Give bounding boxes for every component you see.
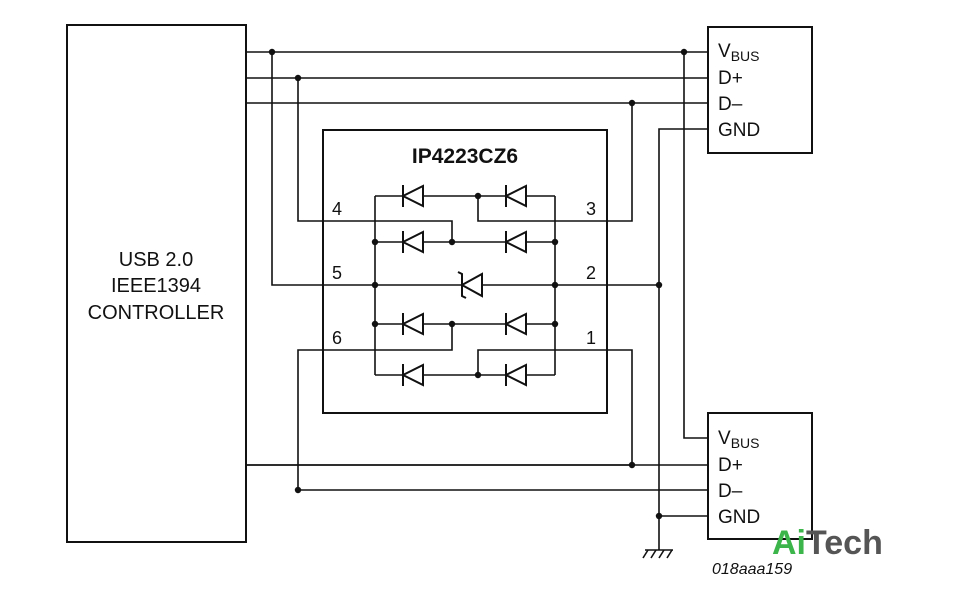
top-dplus-label: D+	[718, 68, 743, 89]
diode-row2-right	[505, 230, 527, 254]
diode-bottom-right	[505, 363, 527, 387]
controller-label-line3: CONTROLLER	[88, 302, 225, 324]
top-gnd-label: GND	[718, 120, 760, 141]
junction-dots	[268, 48, 688, 520]
bottom-dplus-label: D+	[718, 455, 743, 476]
diode-array	[402, 184, 527, 387]
top-dminus-label: D–	[718, 94, 743, 115]
controller-label-line1: USB 2.0	[119, 249, 193, 271]
zener-diode	[457, 271, 483, 299]
pin-2-label: 2	[586, 263, 596, 283]
controller-label-line2: IEEE1394	[111, 275, 201, 297]
connector-top	[707, 26, 813, 154]
pin-5-label: 5	[332, 263, 342, 283]
bottom-vbus-label: VBUS	[718, 428, 759, 451]
diode-row4-left	[402, 312, 424, 336]
ic-name: IP4223CZ6	[412, 145, 518, 168]
pin-1-label: 1	[586, 328, 596, 348]
top-vbus-label: VBUS	[718, 41, 759, 64]
ground-symbol	[642, 549, 673, 559]
diode-top-right	[505, 184, 527, 208]
pin-3-label: 3	[586, 199, 596, 219]
controller-block	[66, 24, 247, 543]
watermark-logo: AiTech	[772, 524, 883, 562]
diode-top-left	[402, 184, 424, 208]
pin-4-label: 4	[332, 199, 342, 219]
diode-row4-right	[505, 312, 527, 336]
connector-bottom	[707, 412, 813, 540]
diode-row2-left	[402, 230, 424, 254]
diode-bottom-left	[402, 363, 424, 387]
ic-block	[322, 129, 608, 414]
figure-id: 018aaa159	[712, 561, 792, 578]
bottom-dminus-label: D–	[718, 481, 743, 502]
bottom-gnd-label: GND	[718, 507, 760, 528]
wiring	[246, 51, 708, 550]
pin-6-label: 6	[332, 328, 342, 348]
